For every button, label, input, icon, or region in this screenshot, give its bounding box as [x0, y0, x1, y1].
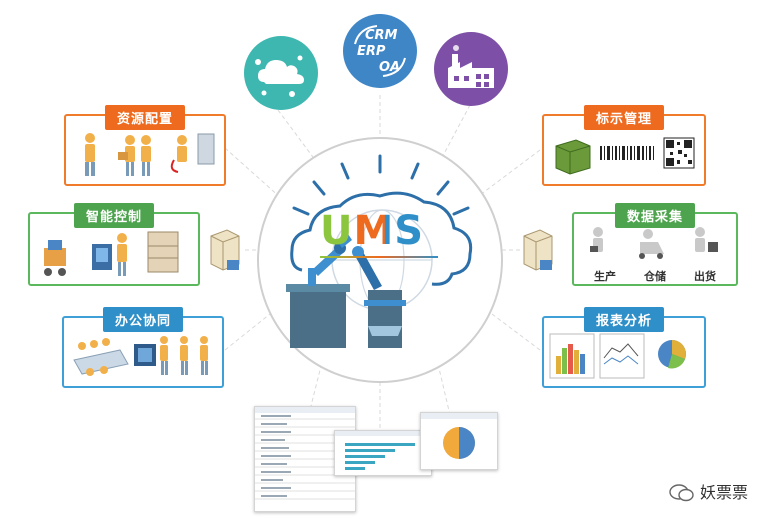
label-mgmt-title: 标示管理	[583, 105, 665, 130]
ums-logo-text: UMS	[320, 208, 424, 254]
pie-screenshot	[420, 412, 498, 470]
server-icon-right	[523, 229, 553, 271]
data-collect-panel: 数据采集 生产 仓储 出货	[572, 203, 738, 286]
smart-control-panel: 智能控制	[28, 203, 200, 286]
cloud-icon	[255, 55, 304, 97]
ums-underline	[320, 256, 438, 258]
ums-text: UMS	[320, 208, 425, 254]
people-icon	[85, 133, 215, 176]
watermark: 妖票票	[669, 479, 748, 504]
watermark-text: 妖票票	[699, 482, 748, 502]
label-mgmt-panel: 标示管理	[542, 105, 706, 186]
data-collect-title: 数据采集	[614, 203, 696, 228]
resource-config-title: 资源配置	[104, 105, 186, 130]
crm-erp-oa-icon	[354, 25, 406, 77]
oa-label: OA	[379, 60, 401, 75]
resource-config-panel: 资源配置	[64, 105, 226, 186]
label-production: 生产	[594, 270, 616, 283]
barcode-icon	[555, 137, 695, 175]
qrcode-icon	[663, 137, 695, 169]
crm-label: CRM	[365, 28, 398, 43]
ums-logo-graphic	[286, 154, 473, 348]
smart-control-title: 智能控制	[73, 203, 155, 228]
erp-label: ERP	[357, 44, 386, 59]
factory-circle	[434, 32, 508, 106]
machine-icon	[44, 231, 179, 276]
office-collab-panel: 办公协同	[62, 307, 224, 388]
report-analysis-title: 报表分析	[583, 307, 665, 332]
pie-chart-icon	[658, 340, 686, 369]
robot-arm-icon	[286, 234, 406, 348]
bar-screenshot	[334, 430, 432, 476]
wechat-icon	[669, 484, 694, 502]
meeting-icon	[73, 336, 208, 376]
crm-erp-oa-circle: CRM ERP OA	[343, 14, 417, 88]
bar-chart-icon	[549, 333, 686, 379]
cloud-circle	[244, 36, 318, 110]
factory-icon	[448, 45, 494, 88]
worker-icon	[590, 227, 718, 259]
label-warehouse: 仓储	[644, 270, 666, 283]
report-analysis-panel: 报表分析	[542, 307, 706, 388]
label-shipping: 出货	[694, 270, 716, 283]
server-icon	[210, 229, 240, 271]
office-collab-title: 办公协同	[102, 307, 184, 332]
